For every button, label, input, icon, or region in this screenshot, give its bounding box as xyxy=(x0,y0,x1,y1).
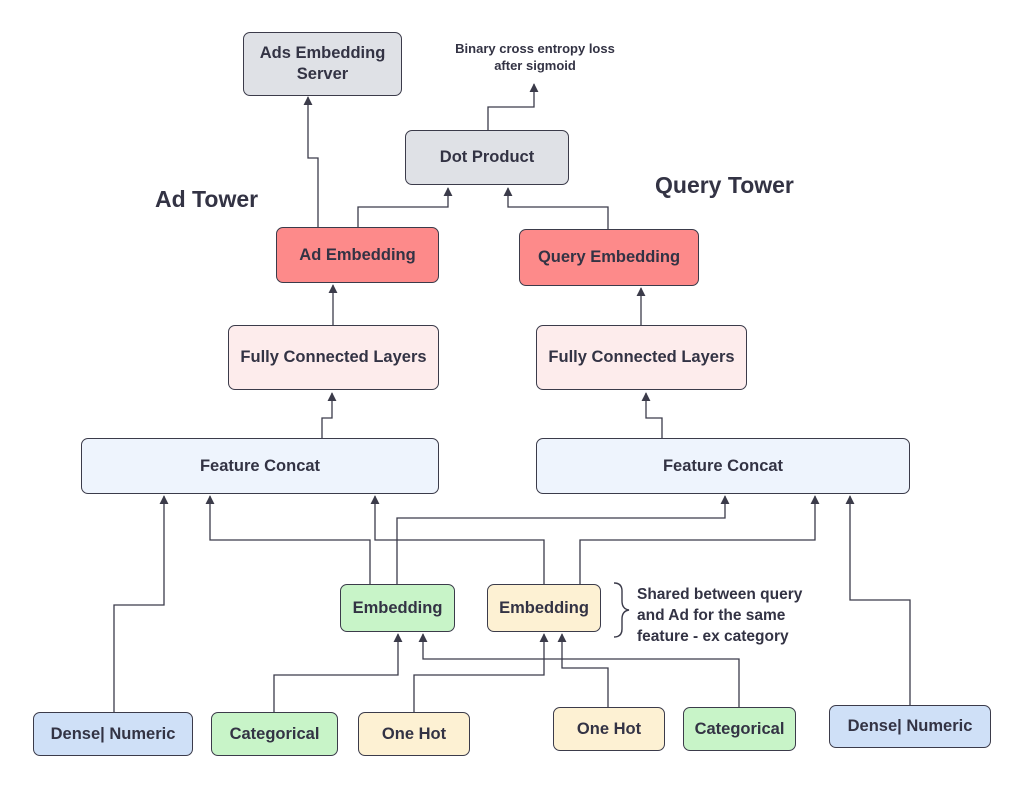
ads-embedding-server-box: Ads Embedding Server xyxy=(243,32,402,96)
edge-greenemb-to-queryconcat xyxy=(396,495,730,584)
ad-fully-connected-label: Fully Connected Layers xyxy=(240,348,427,366)
ad-feature-concat-box: Feature Concat xyxy=(81,438,439,494)
ad-feature-concat-label: Feature Concat xyxy=(199,456,321,475)
edge-queryembedding-to-dotproduct xyxy=(503,187,609,229)
query-fully-connected-box: Fully Connected Layers xyxy=(536,325,747,390)
query-feature-concat-box: Feature Concat xyxy=(536,438,910,494)
edge-yellowemb-to-adconcat xyxy=(370,495,545,584)
green-embedding-box: Embedding xyxy=(340,584,455,632)
edge-greenemb-to-adconcat xyxy=(205,495,371,584)
query-tower-title: Query Tower xyxy=(655,172,794,198)
query-feature-concat-label: Feature Concat xyxy=(662,456,784,475)
ad-tower-title: Ad Tower xyxy=(155,186,259,212)
edge-dotproduct-to-loss xyxy=(487,83,539,130)
categorical-left-box: Categorical xyxy=(211,712,338,756)
categorical-right-box: Categorical xyxy=(683,707,796,751)
edge-adconcat-to-adfc xyxy=(321,392,337,438)
edge-adembedding-to-server xyxy=(303,96,319,227)
green-embedding-label: Embedding xyxy=(352,598,443,617)
shared-note: Shared between query and Ad for the same… xyxy=(637,584,857,647)
yellow-embedding-box: Embedding xyxy=(487,584,601,632)
shared-note-line-1: Shared between query xyxy=(637,586,803,603)
query-fully-connected-label: Fully Connected Layers xyxy=(548,348,735,366)
loss-note: Binary cross entropy loss after sigmoid xyxy=(440,40,630,74)
edge-adembedding-to-dotproduct xyxy=(357,187,453,227)
shared-note-line-2: and Ad for the same xyxy=(637,607,786,624)
edge-yellowemb-to-queryconcat xyxy=(579,495,820,584)
one-hot-left-label: One Hot xyxy=(381,724,447,743)
yellow-embedding-label: Embedding xyxy=(499,598,589,617)
shared-brace xyxy=(613,582,630,638)
loss-note-line-1: Binary cross entropy loss xyxy=(455,41,615,56)
categorical-right-label: Categorical xyxy=(694,719,785,738)
dot-product-label: Dot Product xyxy=(439,148,535,166)
one-hot-left-box: One Hot xyxy=(358,712,470,756)
categorical-left-label: Categorical xyxy=(229,724,320,743)
ads-embedding-server-label: Ads Embedding Server xyxy=(259,44,386,83)
shared-note-line-3: feature - ex category xyxy=(637,628,789,645)
one-hot-right-box: One Hot xyxy=(553,707,665,751)
edge-onehotleft-to-yellowemb xyxy=(413,633,549,712)
loss-note-line-2: after sigmoid xyxy=(494,58,576,73)
edge-denseleft-to-adconcat xyxy=(113,495,169,712)
edge-onehotright-to-yellowemb xyxy=(557,633,609,707)
dense-numeric-left-box: Dense| Numeric xyxy=(33,712,193,756)
edge-denseright-to-queryconcat xyxy=(845,495,911,705)
dot-product-box: Dot Product xyxy=(405,130,569,185)
query-embedding-box: Query Embedding xyxy=(519,229,699,286)
ad-embedding-label: Ad Embedding xyxy=(299,245,416,264)
query-embedding-label: Query Embedding xyxy=(537,248,681,266)
dense-numeric-right-box: Dense| Numeric xyxy=(829,705,991,748)
ad-fully-connected-box: Fully Connected Layers xyxy=(228,325,439,390)
dense-numeric-right-label: Dense| Numeric xyxy=(847,717,973,735)
ad-embedding-box: Ad Embedding xyxy=(276,227,439,283)
one-hot-right-label: One Hot xyxy=(576,719,642,738)
dense-numeric-left-label: Dense| Numeric xyxy=(50,724,176,743)
edge-catright-to-greenemb xyxy=(418,633,740,707)
edge-catleft-to-greenemb xyxy=(273,633,403,712)
edge-queryconcat-to-queryfc xyxy=(641,392,663,438)
